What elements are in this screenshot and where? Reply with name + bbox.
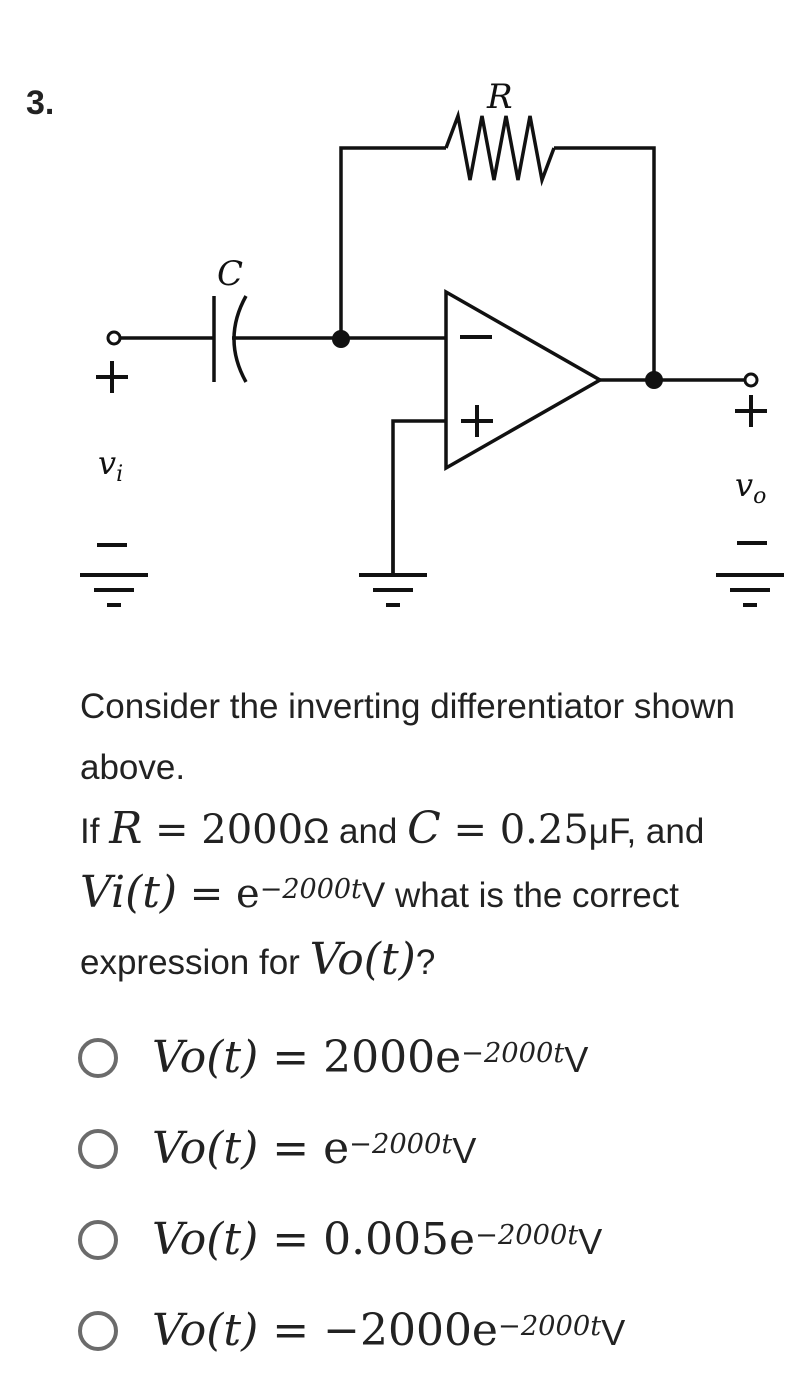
opamp-body <box>444 288 604 472</box>
feedback-wire <box>339 146 446 339</box>
circuit-diagram: R C vi vo <box>80 77 784 607</box>
answer-option-1[interactable]: Vo(t) = 2000e−2000tV <box>78 1012 778 1103</box>
answer-option-4[interactable]: Vo(t) = −2000e−2000tV <box>78 1285 778 1376</box>
answer-option-label: Vo(t) = e−2000tV <box>152 1123 477 1174</box>
output-plus-sign <box>735 395 767 427</box>
output-voltage-label: vo <box>735 466 766 509</box>
opamp-plus-sign <box>461 405 493 437</box>
prompt-line-1: Consider the inverting differentiator sh… <box>80 687 736 787</box>
answer-option-label: Vo(t) = −2000e−2000tV <box>152 1305 626 1356</box>
ground-symbol-input <box>80 573 148 607</box>
answer-option-label: Vo(t) = 2000e−2000tV <box>152 1032 589 1083</box>
junction-node-inverting <box>332 330 350 348</box>
radio-button[interactable] <box>78 1310 118 1351</box>
question-number: 3. <box>26 84 55 122</box>
answer-option-label: Vo(t) = 0.005e−2000tV <box>152 1214 603 1265</box>
resistor-zigzag <box>444 109 556 187</box>
answer-option-2[interactable]: Vo(t) = e−2000tV <box>78 1103 778 1194</box>
question-prompt: Consider the inverting differentiator sh… <box>80 676 770 993</box>
radio-button[interactable] <box>78 1219 118 1260</box>
capacitor-label: C <box>217 254 243 294</box>
input-plus-sign <box>96 361 128 393</box>
radio-button[interactable] <box>78 1128 118 1169</box>
feedback-wire-right <box>554 146 656 380</box>
prompt-values: If R = 2000Ω and C = 0.25μF, and Vi(t) =… <box>80 803 705 985</box>
output-terminal <box>743 372 759 388</box>
input-terminal <box>106 330 122 346</box>
answer-option-3[interactable]: Vo(t) = 0.005e−2000tV <box>78 1194 778 1285</box>
junction-node-output <box>645 371 663 389</box>
input-voltage-label: vi <box>98 444 123 487</box>
ground-symbol-output <box>716 573 784 607</box>
ground-wire <box>391 419 446 574</box>
resistor-label: R <box>486 77 513 117</box>
ground-symbol-opamp <box>359 573 427 607</box>
radio-button[interactable] <box>78 1037 118 1078</box>
answer-options: Vo(t) = 2000e−2000tV Vo(t) = e−2000tV Vo… <box>78 1012 778 1376</box>
